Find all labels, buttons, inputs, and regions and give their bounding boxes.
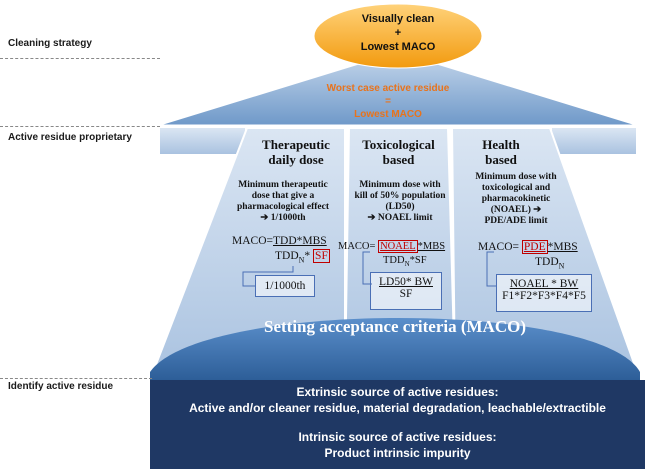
intrinsic-title: Intrinsic source of active residues: [298,430,497,444]
roof-line: Worst case active residue [326,83,450,94]
column-health-desc: Minimum dose with toxicological and phar… [456,172,576,227]
roof-line: = [385,96,391,107]
connector-therapeutic [242,266,294,287]
formula-health-denominator: TDDN [535,256,564,270]
column-top-bar-left [160,128,245,154]
label-identify-active-residue: Identify active residue [8,381,114,392]
formula-sub: N [298,255,305,265]
column-therapeutic-title: Therapeutic daily dose [247,137,345,167]
formula-numerator: TDD*MBS [273,235,327,247]
box-numerator: LD50* BW [379,276,433,288]
box-denominator: SF [399,288,413,300]
formula-den: TDD [535,256,559,268]
intrinsic-body: Product intrinsic impurity [324,446,471,460]
formula-den: TDD [275,250,299,262]
formula-therapeutic: MACO=TDD*MBS [232,235,327,247]
desc-line: toxicological and [481,183,551,193]
formula-highlight-noael: NOAEL [378,240,418,253]
title-line: Health [482,137,520,152]
box-therapeutic: 1/1000th [255,275,315,297]
separator-line [0,378,152,379]
desc-line: ➔ NOAEL limit [367,213,433,223]
oval-line: + [394,27,402,39]
formula-den-rest: *SF [409,255,427,266]
desc-line: Minimum therapeutic [238,180,328,190]
formula-toxicological: MACO= NOAEL*MBS [338,240,446,253]
formula-highlight-pde: PDE [521,240,548,254]
desc-line: kill of 50% population [354,191,446,201]
column-top-bar-right [552,128,636,154]
formula-prefix: MACO= [338,241,376,252]
column-therapeutic-desc: Minimum therapeutic dose that give a pha… [218,180,348,224]
oval-line: Visually clean [361,13,435,25]
connector-toxicological [362,251,372,285]
box-toxicological: LD50* BW SF [370,272,442,310]
desc-line: PDE/ADE limit [484,216,548,226]
box-health: NOAEL * BW F1*F2*F3*F4*F5 [496,274,592,312]
roof-text: Worst case active residue = Lowest MACO [288,82,488,121]
connector-health [486,251,496,287]
extrinsic-body: Active and/or cleaner residue, material … [189,401,606,415]
column-toxicological-desc: Minimum dose with kill of 50% population… [340,180,460,224]
desc-line: pharmacological effect [236,202,330,212]
formula-prefix: MACO= [478,241,519,253]
oval-text: Visually clean + Lowest MACO [333,12,463,54]
title-line: based [485,152,517,167]
title-line: Therapeutic [262,137,330,152]
roof-triangle [159,51,637,126]
formula-sub: N [404,260,410,269]
formula-prefix: MACO= [232,235,273,247]
label-cleaning-strategy: Cleaning strategy [8,38,92,49]
desc-line: Minimum dose with [359,180,441,190]
box-text: 1/1000th [264,280,306,292]
box-denominator: F1*F2*F3*F4*F5 [502,290,586,302]
desc-line: ➔ 1/1000th [260,213,306,223]
extrinsic-band: Extrinsic source of active residues: Act… [150,380,645,426]
desc-line: (LD50) [385,202,415,212]
label-active-residue-proprietary: Active residue proprietary [8,132,132,143]
column-toxicological-title: Toxicological based [349,137,448,167]
roof-line: Lowest MACO [354,109,422,120]
column-health-title: Health based [452,137,550,167]
desc-line: dose that give a [251,191,315,201]
separator-line [0,126,160,127]
title-line: based [382,152,415,167]
formula-sub: N [558,261,565,271]
desc-line: pharmacokinetic [481,194,551,204]
title-line: Toxicological [362,137,435,152]
maco-title: Setting acceptance criteria (MACO) [264,317,526,336]
desc-line: (NOAEL) ➔ [490,205,542,215]
separator-line [0,58,160,59]
maco-arc [150,318,640,380]
oval-line: Lowest MACO [360,41,436,53]
formula-toxicological-denominator: TDDN*SF [383,255,427,268]
extrinsic-title: Extrinsic source of active residues: [296,385,499,399]
formula-numerator: *MBS [547,241,578,253]
formula-highlight-sf: SF [313,249,330,263]
formula-op: * [304,250,311,262]
intrinsic-band: Intrinsic source of active residues: Pro… [150,425,645,469]
formula-therapeutic-denominator: TDDN* SF [275,249,330,265]
top-oval [313,3,483,69]
box-numerator: NOAEL * BW [509,278,579,290]
formula-den: TDD [383,255,405,266]
desc-line: Minimum dose with [475,172,557,182]
formula-health: MACO= PDE*MBS [478,240,578,254]
formula-numerator: *MBS [417,241,446,252]
title-line: daily dose [268,152,324,167]
